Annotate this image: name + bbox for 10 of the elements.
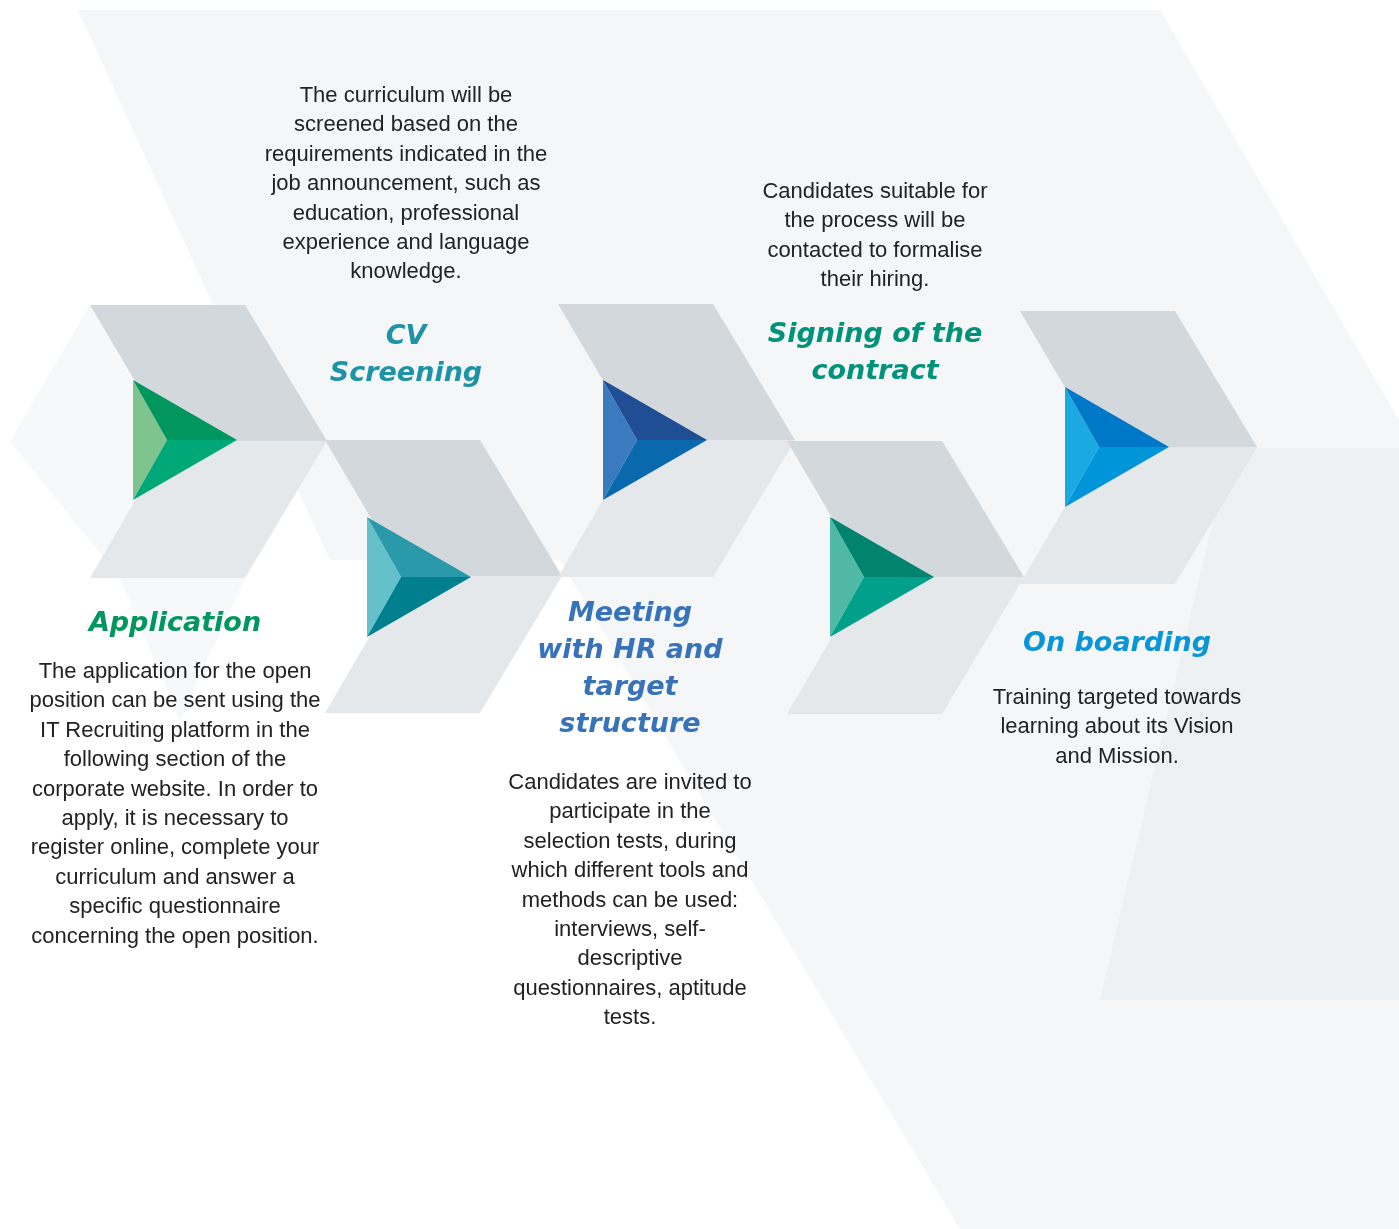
step-title: CV Screening (328, 317, 484, 389)
step-title: Meeting with HR and target structure (536, 595, 724, 740)
step-description: Candidates are invited to participate in the selection tests, during which different tools and methods can be used: interviews, self-descriptive questionnaires, aptitude tests. (507, 768, 753, 1032)
step-description: The curriculum will be screened based on the requirements indicated in the job announcement, such as education, professional experience and language knowledge. (263, 81, 549, 286)
step-description: Training targeted towards learning about its Vision and Mission. (991, 683, 1243, 770)
step-title: On boarding (1021, 625, 1213, 659)
step-title: Signing of the contract (766, 315, 984, 387)
step-description: The application for the open position can be sent using the IT Recruiting platform in the following section of the corporate website. In order to apply, it is necessary to register online, complete your curriculum and answer a specific questionnaire concerning the open position. (28, 657, 322, 950)
step-title: Application (86, 605, 263, 639)
step-description: Candidates suitable for the process will be contacted to formalise their hiring. (761, 177, 989, 294)
